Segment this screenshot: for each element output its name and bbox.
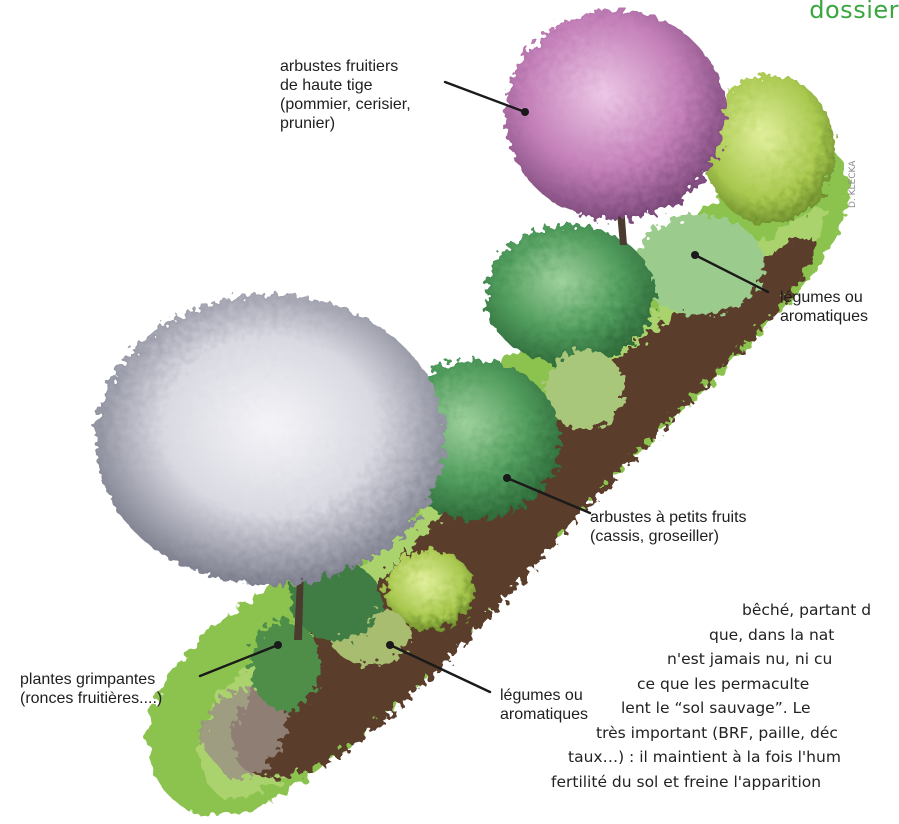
article-line: taux…) : il maintient à la fois l'hum [568, 745, 899, 770]
label-vegetables-top: légumes ou aromatiques [780, 288, 868, 326]
section-title: dossier [809, 0, 899, 24]
grass-tuft [545, 350, 625, 430]
label-small-fruit-line: (cassis, groseiller) [590, 527, 747, 546]
label-fruit-trees-line: prunier) [280, 114, 411, 133]
article-line: que, dans la nat [709, 623, 899, 648]
white-flowering-tree [95, 295, 445, 585]
dot-fruit-trees [521, 108, 529, 116]
shrub-middle [485, 225, 655, 365]
article-line: bêché, partant d [742, 598, 899, 623]
dot-small-fruit [503, 474, 511, 482]
label-small-fruit-line: arbustes à petits fruits [590, 508, 747, 527]
label-fruit-trees: arbustes fruitiers de haute tige (pommie… [280, 57, 411, 133]
article-line: fertilité du sol et freine l'apparition [551, 770, 899, 795]
label-fruit-trees-line: (pommier, cerisier, [280, 95, 411, 114]
label-small-fruit: arbustes à petits fruits (cassis, grosei… [590, 508, 747, 546]
label-vegetables-top-line: légumes ou [780, 288, 868, 307]
shrub-upper-right [705, 75, 835, 225]
article-line: très important (BRF, paille, déc [596, 721, 899, 746]
article-line: n'est jamais nu, ni cu [667, 647, 899, 672]
dot-vegetables-top [691, 251, 699, 259]
article-line: lent le “sol sauvage”. Le [621, 696, 899, 721]
pink-flowering-tree [505, 10, 725, 220]
label-vegetables-top-line: aromatiques [780, 307, 868, 326]
article-text: bêché, partant d que, dans la nat n'est … [0, 598, 899, 794]
article-line: ce que les permaculte [637, 672, 899, 697]
label-fruit-trees-line: de haute tige [280, 76, 411, 95]
illustrator-credit: D. KLECKA [848, 161, 858, 208]
label-fruit-trees-line: arbustes fruitiers [280, 57, 411, 76]
